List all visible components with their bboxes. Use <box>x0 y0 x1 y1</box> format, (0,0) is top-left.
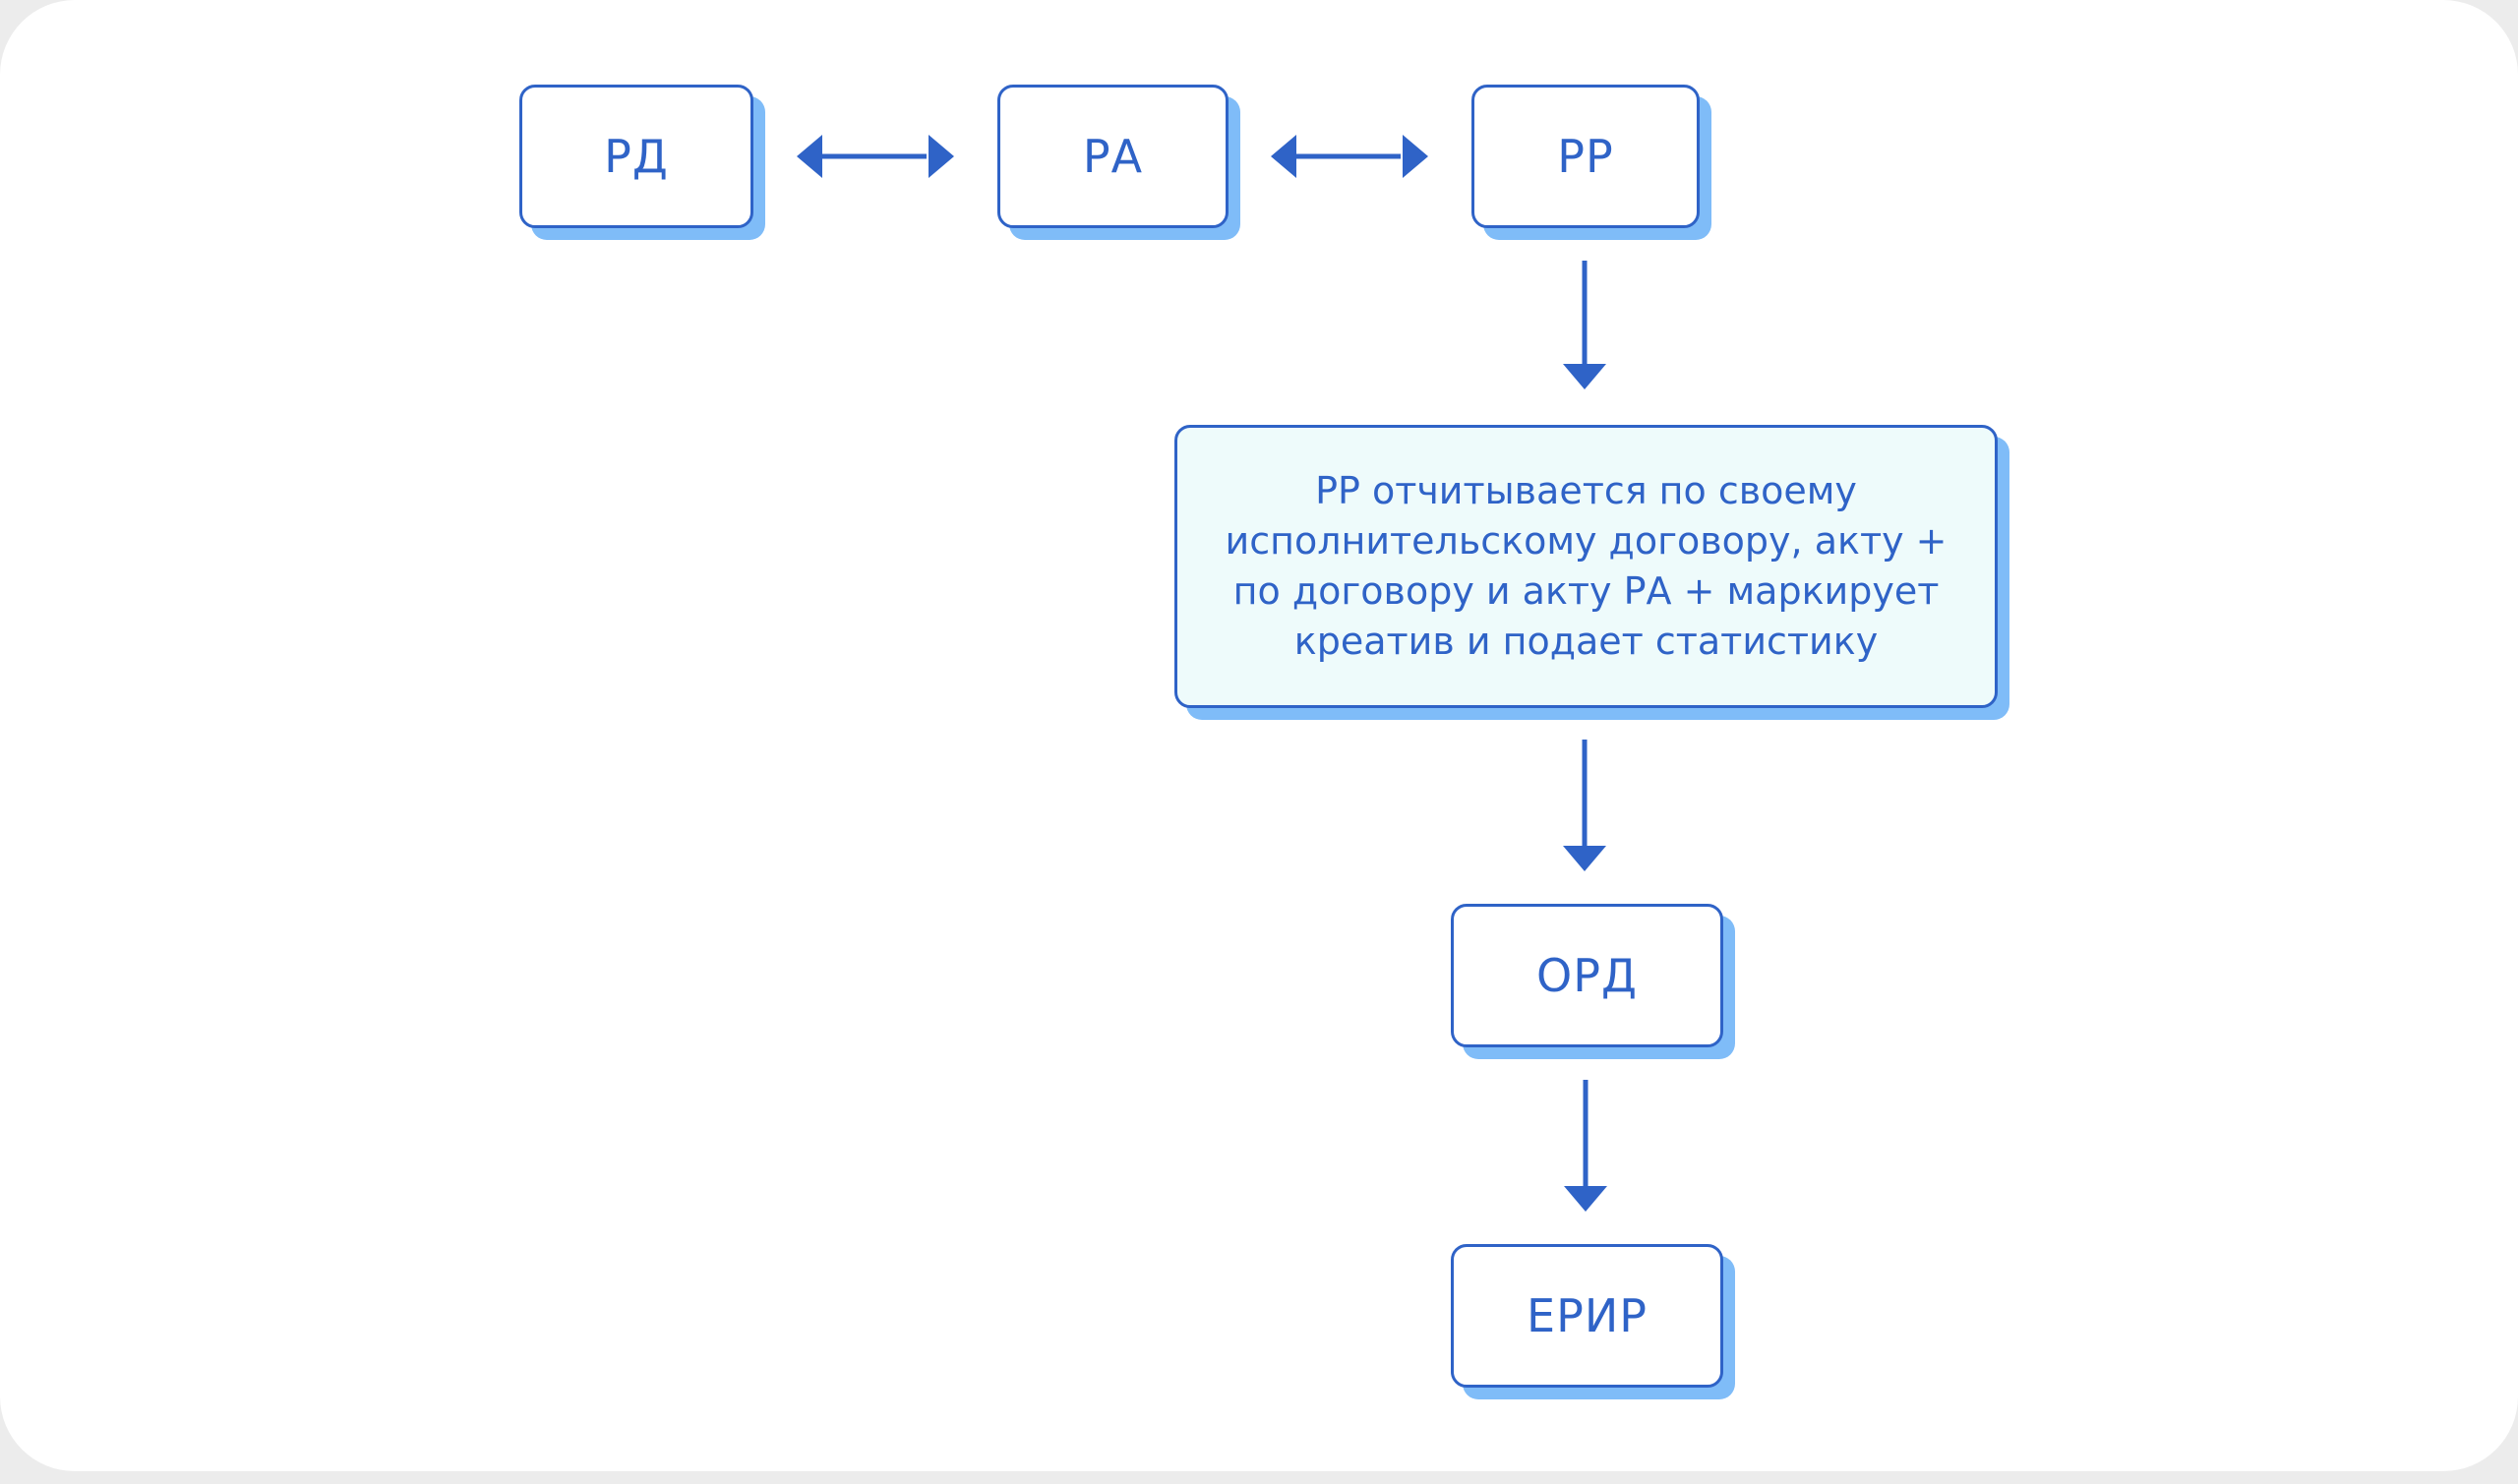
arrow-rd-ra <box>797 135 954 178</box>
node-ra: РА <box>997 85 1229 228</box>
arrow-ord-erir <box>1564 1080 1607 1212</box>
arrow-description-ord <box>1563 740 1606 871</box>
node-rd-label: РД <box>604 130 669 183</box>
node-rr-description-text: РР отчитывается по своему исполнительско… <box>1225 469 1948 663</box>
node-ra-label: РА <box>1082 130 1144 183</box>
arrow-ra-rr <box>1271 135 1428 178</box>
node-erir-label: ЕРИР <box>1527 1289 1648 1342</box>
node-rr: РР <box>1471 85 1700 228</box>
node-erir: ЕРИР <box>1451 1244 1723 1388</box>
node-rr-label: РР <box>1557 130 1614 183</box>
node-rd: РД <box>519 85 753 228</box>
node-ord: ОРД <box>1451 904 1723 1047</box>
node-ord-label: ОРД <box>1536 949 1638 1002</box>
node-rr-description: РР отчитывается по своему исполнительско… <box>1174 425 1998 708</box>
arrow-rr-description <box>1563 261 1606 389</box>
